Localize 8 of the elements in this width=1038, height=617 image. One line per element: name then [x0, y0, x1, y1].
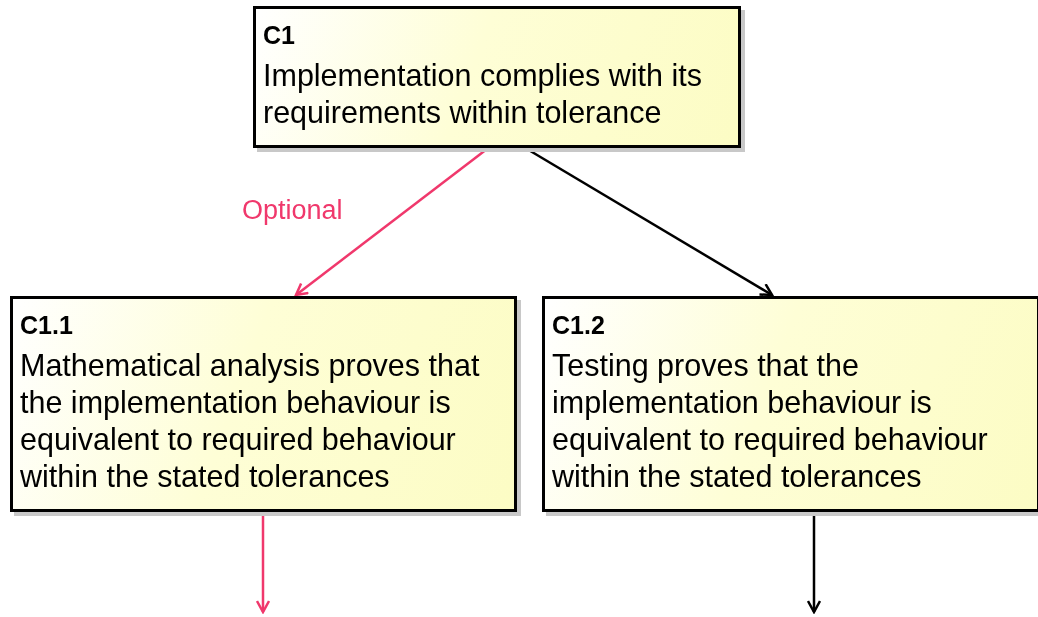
claim-text: Mathematical analysis proves that the implementation behaviour is equivalent to required behaviour within the stated tolerances: [20, 347, 481, 495]
claim-text: Testing proves that the implementation behaviour is equivalent to required behaviour within the stated tolerances: [552, 347, 989, 495]
claim-text: Implementation complies with its requirements within tolerance: [263, 57, 704, 131]
arrow: [255, 513, 271, 614]
arrow: [806, 513, 822, 614]
claim-id: C1.2: [552, 310, 606, 341]
claim-id: C1: [263, 20, 296, 51]
claim-id: C1.1: [20, 310, 74, 341]
